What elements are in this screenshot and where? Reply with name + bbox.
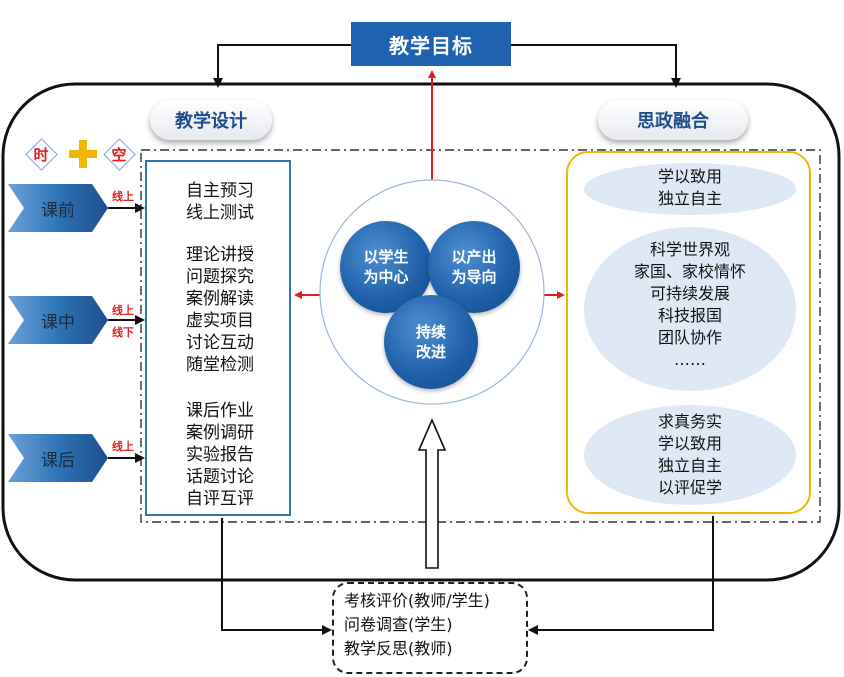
ideo-item: 学以致用 (657, 434, 722, 453)
ideo-item: 以评促学 (657, 478, 722, 497)
ideo-item: …… (674, 350, 706, 369)
teaching-design-box: 自主预习 线上测试 理论讲授 问题探究 案例解读 虚实项目 讨论互动 随堂检测 … (145, 160, 291, 516)
core-idea-label: 以产出为导向 (451, 248, 497, 286)
outer-frame (1, 82, 841, 582)
teaching-design-title: 教学设计 (150, 100, 272, 140)
phase-label: 课中 (41, 312, 75, 333)
phase-label: 课后 (41, 450, 75, 471)
ideo-item: 独立自主 (657, 456, 722, 475)
ideo-item: 独立自主 (657, 189, 722, 208)
design-item: 自评互评 (186, 489, 254, 509)
ideo-to-eval-connector (528, 516, 714, 635)
design-item: 案例调研 (186, 423, 254, 443)
mode-online-after: 线上 (112, 440, 134, 453)
core-circle-continuous-improvement: 持续改进 (384, 295, 478, 389)
phase-during-class: 课中 (8, 296, 126, 344)
evaluation-item: 问卷调查(学生) (344, 615, 453, 634)
ideo-item: 求真务实 (657, 412, 722, 431)
inner-frame (140, 149, 821, 523)
goal-right-connector (511, 44, 681, 88)
core-idea-label: 持续改进 (415, 323, 446, 361)
time-diamond: 时 (25, 138, 58, 171)
core-idea-label: 以学生为中心 (363, 248, 409, 286)
space-label: 空 (111, 145, 127, 164)
design-item: 话题讨论 (186, 467, 254, 487)
design-to-eval-connector (221, 518, 332, 635)
phase-chevron-before (8, 184, 108, 232)
mode-online-during: 线上 (112, 304, 134, 317)
space-diamond: 空 (103, 138, 136, 171)
ideo-group-2: 科学世界观 家国、家校情怀 可持续发展 科技报国 团队协作 …… (584, 227, 796, 391)
ideo-group-3: 求真务实 学以致用 独立自主 以评促学 (584, 405, 796, 505)
design-item: 问题探究 (186, 267, 254, 287)
ideo-item: 学以致用 (657, 167, 722, 186)
ideological-integration-title: 思政融合 (598, 100, 748, 140)
design-item: 案例解读 (186, 289, 254, 309)
design-item: 线上测试 (186, 203, 254, 223)
ideo-item: 科技报国 (657, 306, 722, 325)
ideo-item: 可持续发展 (649, 284, 730, 303)
teaching-goal-box: 教学目标 (351, 22, 511, 66)
ideo-item: 科学世界观 (649, 240, 730, 259)
plus-icon (69, 140, 97, 168)
evaluation-item: 考核评价(教师/学生) (344, 591, 490, 610)
phase-before-class: 课前 (8, 184, 126, 232)
design-item: 实验报告 (186, 445, 254, 465)
ideo-group-1: 学以致用 独立自主 (584, 163, 796, 215)
ideo-item: 家国、家校情怀 (633, 262, 746, 281)
evaluation-box: 考核评价(教师/学生) 问卷调查(学生) 教学反思(教师) (332, 582, 528, 674)
design-item: 虚实项目 (186, 311, 254, 331)
mode-online-before: 线上 (112, 190, 134, 203)
design-item: 课后作业 (186, 401, 254, 421)
phase-chevron-after (8, 434, 108, 482)
design-item: 理论讲授 (186, 245, 254, 265)
phase-label: 课前 (41, 200, 75, 221)
design-item: 讨论互动 (186, 333, 254, 353)
feedback-hollow-arrow (417, 417, 447, 569)
phase-chevron-during (8, 296, 108, 344)
phase-after-class: 课后 (8, 434, 126, 482)
evaluation-item: 教学反思(教师) (344, 639, 453, 658)
design-item: 随堂检测 (186, 355, 254, 375)
mode-offline-during: 线下 (112, 326, 134, 339)
goal-left-connector (213, 44, 351, 88)
design-item: 自主预习 (186, 181, 254, 201)
ideo-item: 团队协作 (657, 328, 722, 347)
time-label: 时 (33, 145, 49, 164)
ideological-integration-box: 学以致用 独立自主 科学世界观 家国、家校情怀 可持续发展 科技报国 团队协作 … (566, 151, 811, 514)
